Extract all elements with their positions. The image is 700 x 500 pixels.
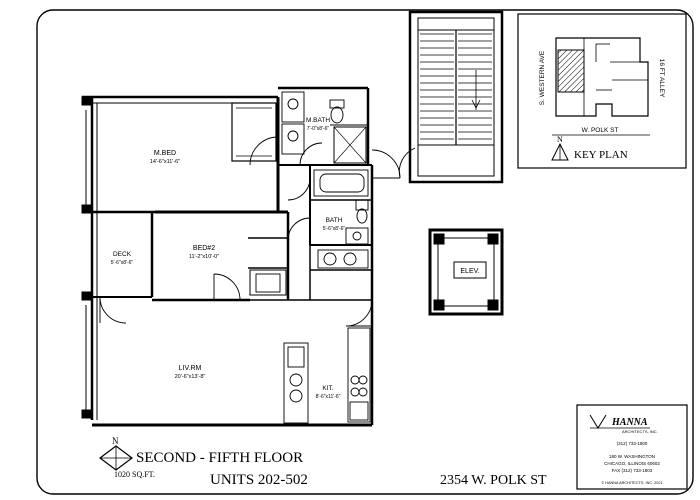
architect-labels: HANNA ARCHITECTS, INC. (312) 733-1800 18… (601, 417, 662, 485)
key-plan-north: N (557, 135, 563, 144)
mbed-name: M.BED (154, 150, 176, 157)
architect-address1: 180 W. WASHINGTON (609, 454, 655, 459)
floor-title: SECOND - FIFTH FLOOR (136, 450, 303, 466)
door-swings (99, 136, 416, 327)
livrm-name: LIV.RM (179, 365, 202, 372)
room-labels: M.BED 14'-6"x11'-6" M.BATH 7'-0"x8'-6" B… (111, 117, 480, 400)
kit-name: KIT. (322, 385, 333, 392)
architect-subtitle: ARCHITECTS, INC. (622, 429, 658, 434)
architect-title-block (576, 404, 688, 490)
area-label: 1020 SQ.FT. (114, 470, 155, 479)
north-arrow (99, 445, 133, 471)
architect-address2: CHICAGO, ILLINOIS 60602 (604, 461, 660, 466)
key-plan-labels: S. WESTERN AVE 16 FT ALLEY W. POLK ST N … (539, 50, 665, 161)
elevator-core (428, 228, 504, 316)
architect-copyright: © HANNA ARCHITECTS, INC. 2021 (601, 481, 662, 485)
units-label: UNITS 202-502 (210, 472, 308, 488)
bed2-dims: 11'-2"x10'-0" (189, 254, 219, 260)
elev-name: ELEV. (460, 268, 479, 275)
title-north: N (112, 436, 119, 446)
mbath-name: M.BATH (306, 117, 330, 124)
kitchen-fixtures (283, 327, 371, 424)
mbed-dims: 14'-6"x11'-6" (150, 159, 180, 165)
architect-name: HANNA (611, 417, 648, 428)
livrm-dims: 20'-6"x13'-8" (175, 374, 206, 380)
key-plan-street-east: 16 FT ALLEY (658, 59, 665, 98)
bed2-name: BED#2 (193, 245, 215, 252)
deck-dims: 5'-6"x8'-6" (111, 260, 134, 266)
bathroom-fixtures (255, 91, 369, 293)
bath-name: BATH (326, 217, 343, 224)
mbed-closet (231, 102, 277, 162)
architect-phone: (312) 733-1800 (617, 441, 648, 446)
address-label: 2354 W. POLK ST (440, 473, 547, 488)
key-plan-title: KEY PLAN (574, 149, 628, 161)
key-plan-street-south: W. POLK ST (582, 127, 619, 134)
architect-fax: FAX (312) 733-1803 (612, 468, 653, 473)
bath-dims: 5'-6"x8'-6" (323, 226, 346, 232)
mbath-dims: 7'-0"x8'-6" (307, 126, 330, 132)
sheet-border (36, 9, 694, 495)
title-labels: N SECOND - FIFTH FLOOR 1020 SQ.FT. UNITS… (112, 436, 547, 488)
kit-dims: 8'-6"x11'-6" (316, 394, 341, 400)
deck-name: DECK (113, 251, 132, 258)
key-plan (517, 13, 687, 169)
key-plan-street-west: S. WESTERN AVE (539, 50, 546, 105)
stair-core (408, 10, 504, 184)
